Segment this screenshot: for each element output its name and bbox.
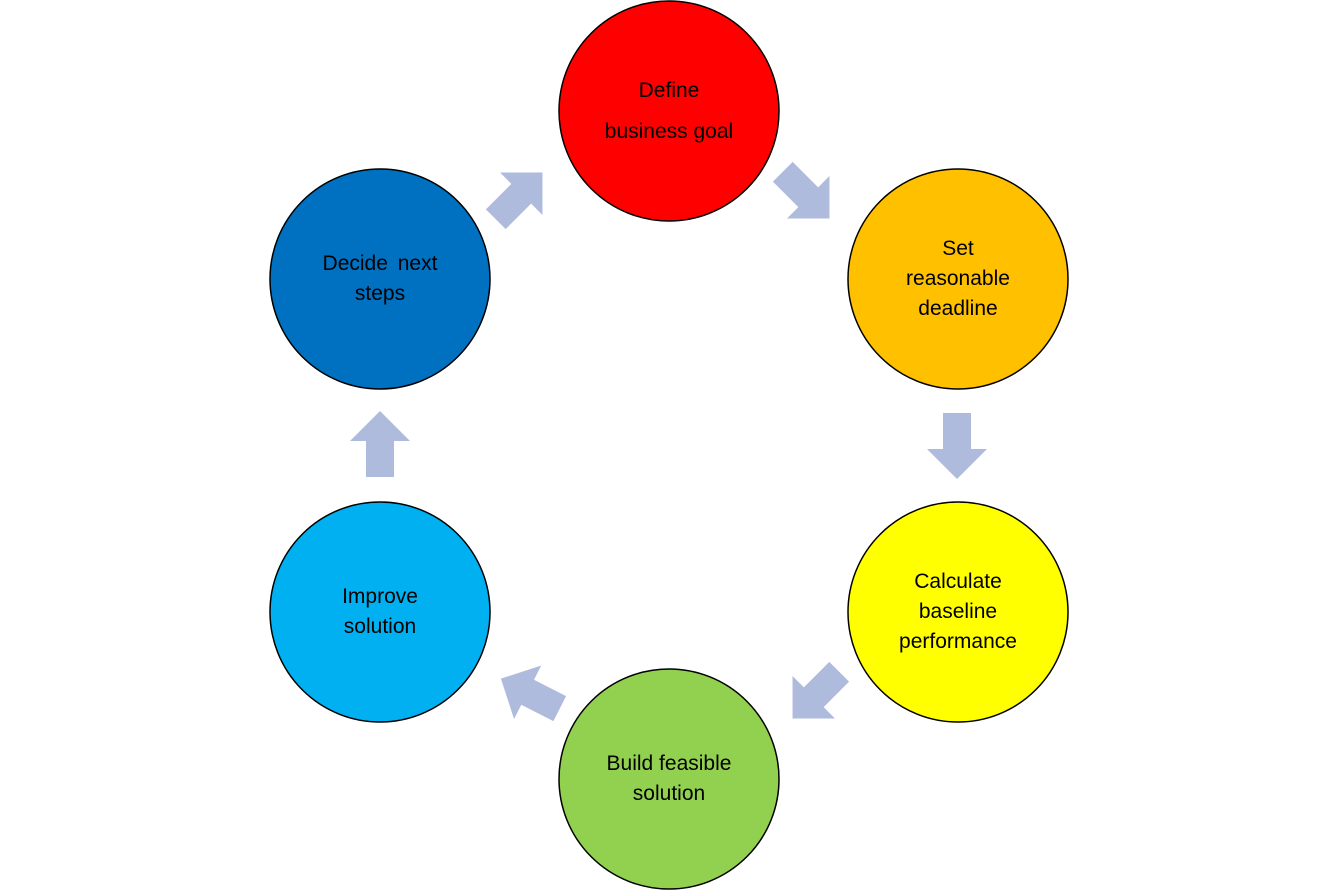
arrow-define-to-set [772,161,830,219]
step-circle-define-business-goal [558,0,780,222]
step-circle-calculate-baseline-performance [847,501,1069,723]
arrow-set-to-calc [927,413,987,479]
step-circle-set-reasonable-deadline [847,168,1069,390]
step-circle-improve-solution [269,501,491,723]
arrow-decide-to-define [485,172,543,230]
arrow-calc-to-build [792,661,850,719]
step-circle-decide-next-steps [269,168,491,390]
step-circle-build-feasible-solution [558,668,780,890]
arrow-build-to-improve [500,665,567,722]
arrow-improve-to-decide [350,411,410,477]
